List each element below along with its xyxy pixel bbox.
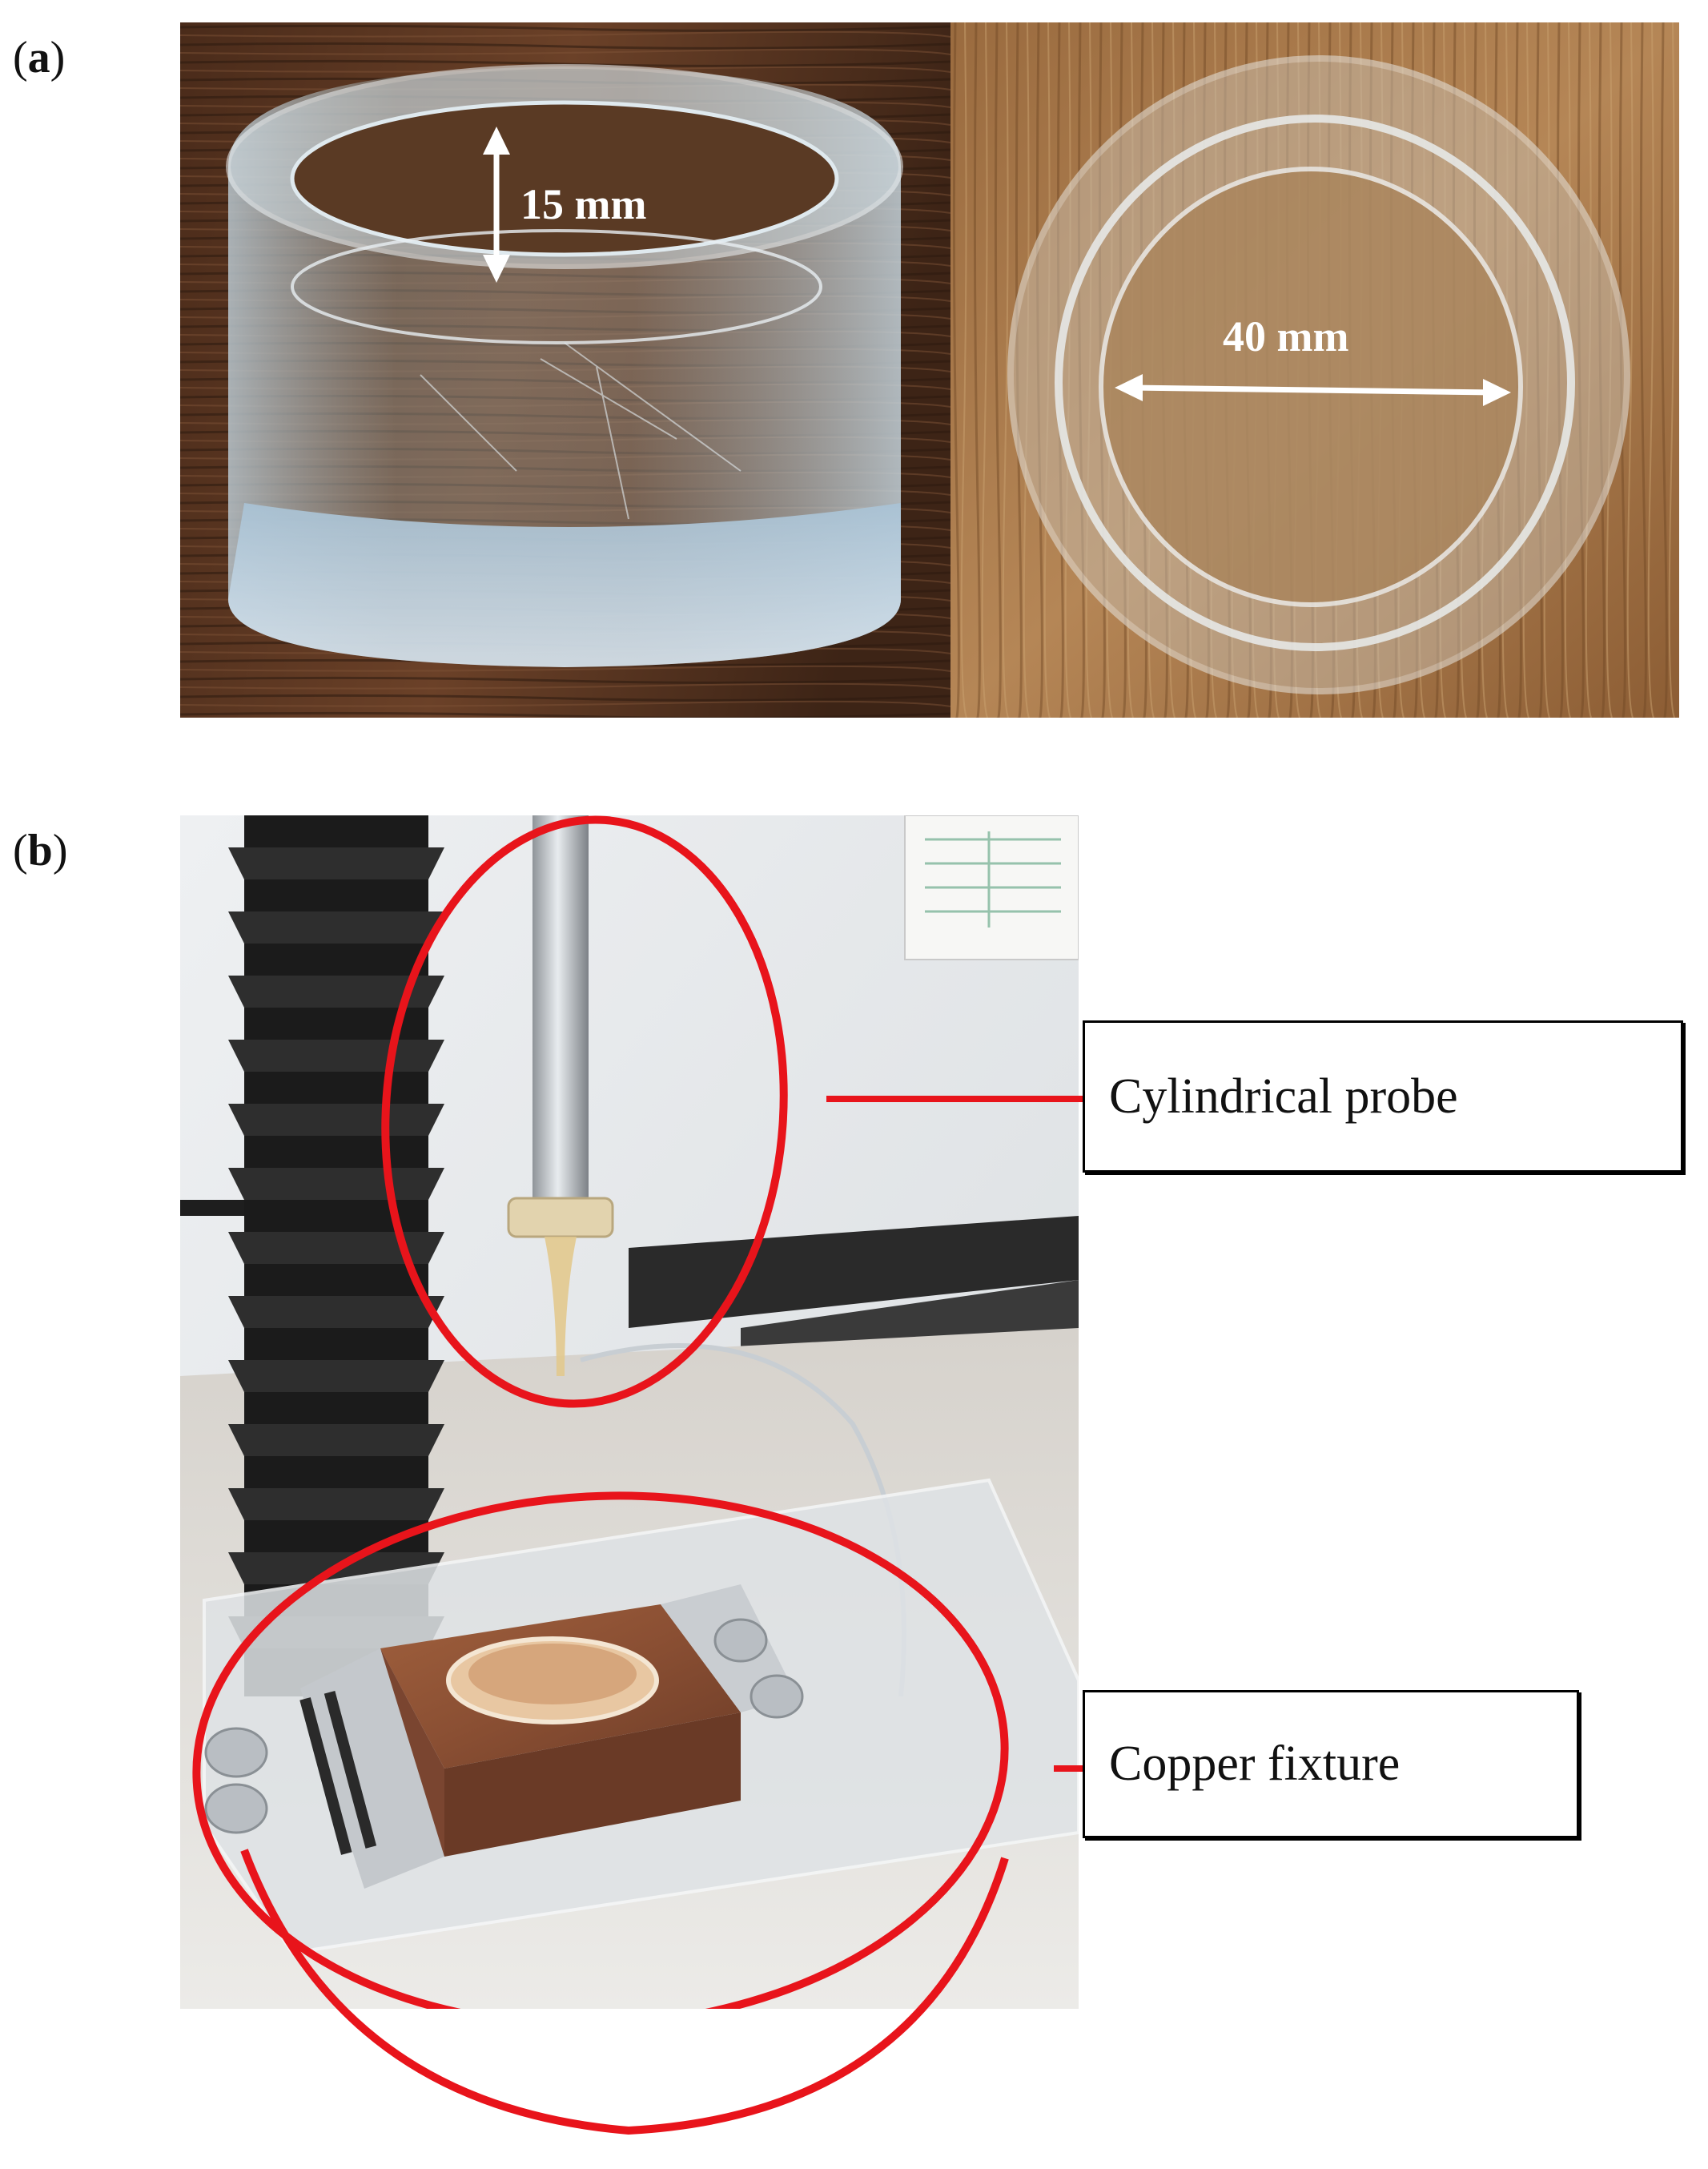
probe-callout-label: Cylindrical probe — [1109, 1068, 1458, 1124]
panel-b-letter: b — [27, 826, 53, 875]
texture-analyzer-photo — [180, 815, 1079, 2009]
panel-a-label: (a) — [13, 33, 66, 82]
fixture-callout-line — [1054, 1765, 1083, 1772]
fixture-callout-label: Copper fixture — [1109, 1736, 1401, 1791]
fixture-highlight-ellipse — [192, 1491, 1009, 2009]
acrylic-ring-top-photo: 40 mm — [950, 22, 1679, 718]
height-annotation: 15 mm — [520, 180, 646, 228]
fixture-callout-box: Copper fixture — [1083, 1690, 1579, 1838]
acrylic-ring-side-photo: 15 mm — [180, 22, 950, 718]
probe-highlight-ellipse — [381, 815, 788, 1408]
diameter-annotation: 40 mm — [1223, 312, 1348, 360]
panel-b-label: (b) — [13, 826, 68, 875]
fixture-highlight-overflow — [240, 1849, 1009, 2135]
probe-callout-box: Cylindrical probe — [1083, 1020, 1683, 1173]
panel-a-letter: a — [27, 33, 50, 82]
probe-callout-line — [826, 1096, 1083, 1102]
